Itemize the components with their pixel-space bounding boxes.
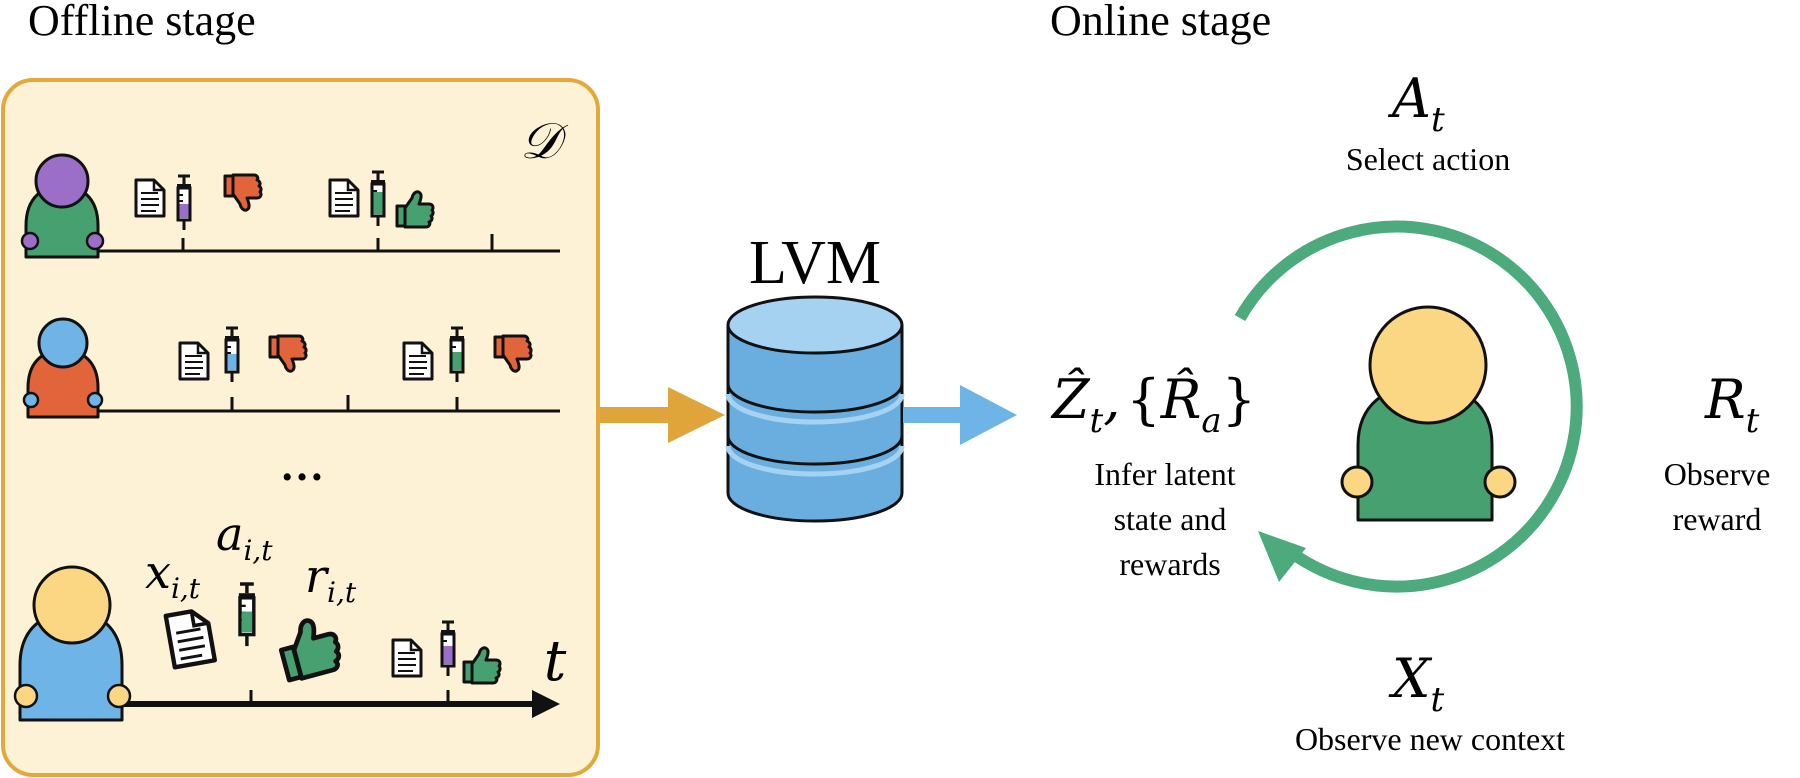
reward-variable-label: ri,t — [305, 549, 357, 609]
syringe-icon — [369, 170, 387, 228]
document-icon — [134, 178, 166, 218]
person-avatar-yellow — [13, 565, 132, 722]
patient-row-2 — [22, 317, 560, 419]
patient-row-1 — [20, 153, 560, 259]
document-icon — [391, 638, 423, 678]
ellipsis: … — [280, 441, 324, 490]
document-icon — [402, 341, 434, 381]
online-cycle-arrow — [1234, 220, 1583, 593]
context-caption: Observe new context — [1295, 721, 1565, 757]
context-symbol: Xt — [1388, 647, 1444, 720]
infer-caption-line2: state and — [1114, 501, 1227, 537]
lvm-label: LVM — [749, 229, 881, 297]
syringe-icon — [237, 582, 257, 648]
time-axis-arrowhead — [532, 690, 560, 718]
document-icon — [328, 178, 360, 218]
reward-caption-line2: reward — [1673, 501, 1762, 537]
time-axis-label: t — [544, 629, 567, 694]
person-avatar-purple — [20, 153, 105, 259]
offline-stage-title: Offline stage — [28, 0, 256, 45]
patient-row-3: t xi,t ai,t ri,t — [13, 507, 567, 722]
offline-dataset-panel — [1, 78, 600, 777]
reward-symbol: Rt — [1704, 368, 1760, 441]
syringe-icon — [175, 174, 193, 232]
document-icon — [178, 341, 210, 381]
infer-caption-line1: Infer latent — [1094, 456, 1235, 492]
infer-caption-line3: rewards — [1119, 546, 1220, 582]
arrow-lvm-to-inference — [903, 385, 1017, 445]
action-caption: Select action — [1346, 141, 1510, 177]
syringe-icon — [439, 620, 457, 678]
online-cycle-arrowhead — [1258, 531, 1306, 582]
online-stage-title: Online stage — [1050, 0, 1271, 45]
arrow-dataset-to-lvm — [600, 387, 725, 443]
syringe-icon — [448, 326, 466, 384]
action-variable-label: ai,t — [216, 507, 273, 567]
context-variable-label: xi,t — [145, 545, 201, 605]
inferred-latent-and-rewards: Ẑt,{R̂a} — [1050, 367, 1256, 441]
syringe-icon — [223, 326, 241, 384]
person-avatar-online — [1340, 305, 1517, 522]
reward-caption-line1: Observe — [1664, 456, 1771, 492]
action-symbol: At — [1387, 67, 1445, 140]
person-avatar-blue — [22, 317, 104, 419]
database-icon — [725, 295, 905, 523]
